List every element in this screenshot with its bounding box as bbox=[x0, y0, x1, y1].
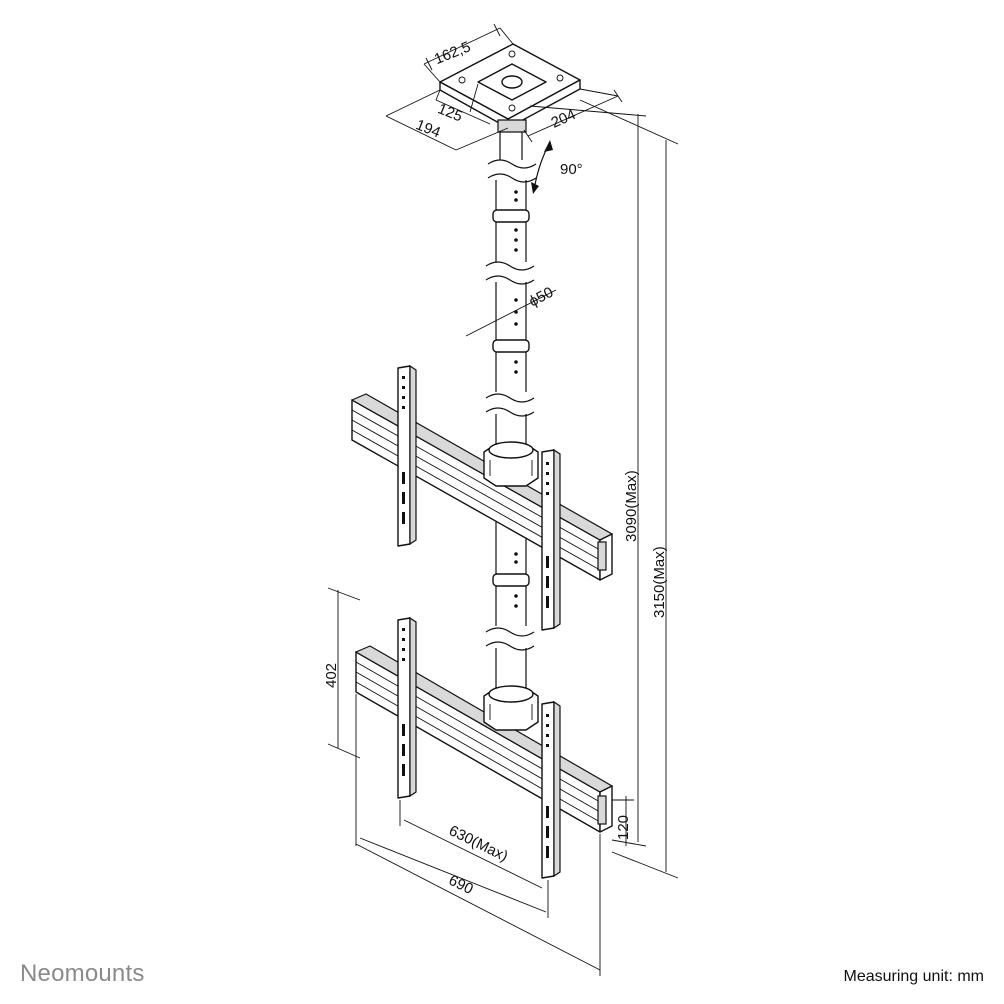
dim-rotation: 90° bbox=[560, 161, 583, 178]
diameter-leader bbox=[465, 289, 557, 337]
height-dimension-lines bbox=[327, 99, 679, 879]
rotation-arrow bbox=[531, 140, 553, 194]
ceiling-plate bbox=[439, 43, 581, 133]
upper-right-vesa-arm bbox=[541, 448, 561, 631]
dim-display-spacing: 402 bbox=[323, 663, 340, 688]
plate-dimension-lines bbox=[385, 23, 623, 151]
dim-height-to-upper: 3090(Max) bbox=[623, 470, 640, 542]
upper-display-bar bbox=[350, 393, 614, 581]
dim-vesa-max: 630(Max) bbox=[446, 822, 510, 865]
lower-right-vesa-arm bbox=[541, 700, 561, 879]
dim-height-total: 3150(Max) bbox=[651, 546, 668, 618]
dim-pole-diameter: ϕ50 bbox=[526, 284, 556, 311]
width-dimension-lines bbox=[355, 694, 601, 976]
upper-pole-clamp bbox=[483, 441, 539, 487]
dim-plate-hole-spacing: 125 bbox=[435, 100, 465, 125]
lower-display-bar bbox=[354, 645, 614, 833]
dim-plate-width: 194 bbox=[413, 116, 443, 141]
dim-bar-width: 690 bbox=[446, 872, 476, 898]
lower-left-vesa-arm bbox=[397, 616, 417, 799]
dim-bottom-offset: 120 bbox=[615, 815, 632, 840]
pole bbox=[485, 132, 537, 690]
measuring-unit-note: Measuring unit: mm bbox=[843, 968, 985, 985]
lower-pole-clamp bbox=[483, 685, 539, 731]
dim-plate-depth: 162,5 bbox=[432, 38, 473, 68]
upper-left-vesa-arm bbox=[397, 364, 417, 547]
brand-logo-text: Neomounts bbox=[20, 960, 145, 987]
